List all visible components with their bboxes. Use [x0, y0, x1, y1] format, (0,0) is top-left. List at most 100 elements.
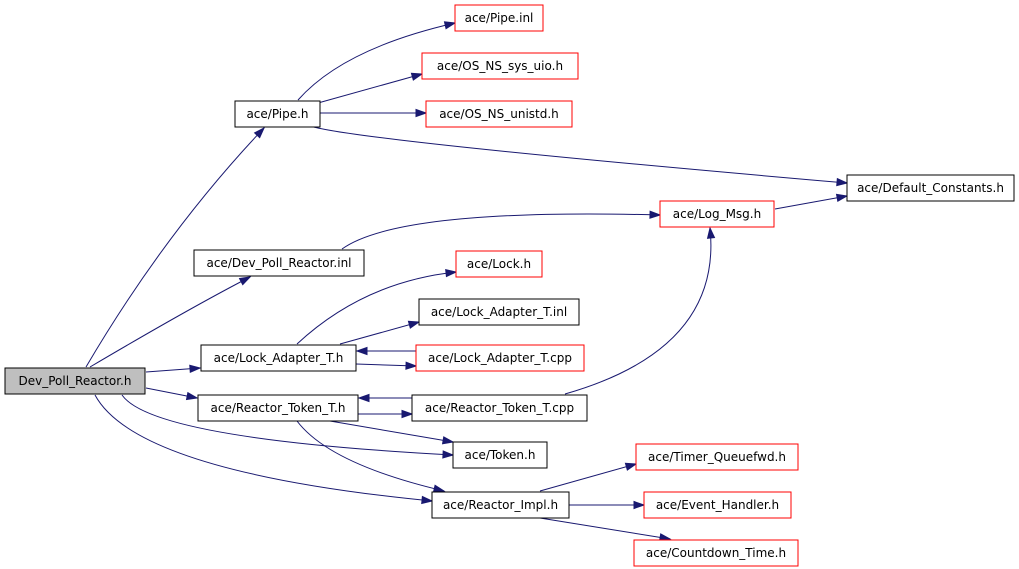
edge-line [296, 271, 457, 345]
edge-root-to-lock_adapter_h [145, 364, 202, 373]
edge-line [297, 22, 456, 101]
node-reactor-token-cpp[interactable]: ace/Reactor_Token_T.cpp [411, 394, 588, 422]
node-lock-adapter-h[interactable]: ace/Lock_Adapter_T.h [200, 344, 357, 372]
arrow-head-icon [432, 484, 446, 493]
node-box [197, 394, 359, 422]
edge-reactor_token_h-to-token_h [329, 420, 455, 445]
node-log-msg[interactable]: ace/Log_Msg.h [659, 200, 775, 228]
node-timer-queuefwd[interactable]: ace/Timer_Queuefwd.h [635, 443, 799, 471]
arrow-head-icon [624, 462, 638, 471]
node-label: ace/Token.h [465, 448, 536, 462]
arrow-head-icon [355, 346, 368, 356]
node-label: ace/Lock_Adapter_T.inl [431, 305, 567, 319]
edge-line [774, 195, 848, 210]
node-box [633, 539, 799, 567]
node-label: Dev_Poll_Reactor.h [19, 374, 132, 388]
node-box [415, 344, 585, 372]
node-token-h[interactable]: ace/Token.h [452, 441, 548, 469]
arrow-head-icon [253, 126, 266, 139]
node-label: ace/Reactor_Token_T.h [211, 401, 346, 415]
node-box [659, 200, 775, 228]
edge-reactor_impl-to-countdown_time [539, 517, 672, 542]
edge-pipe_h-to-default_constants [305, 119, 849, 187]
node-label: ace/Log_Msg.h [673, 207, 761, 221]
node-box [4, 367, 146, 395]
edge-line [341, 213, 661, 250]
node-os-unistd[interactable]: ace/OS_NS_unistd.h [425, 100, 573, 128]
edge-pipe_h-to-os_sys_uio [317, 72, 424, 104]
edge-dev_poll_inl-to-log_msg [341, 210, 662, 250]
arrow-head-icon [443, 21, 457, 30]
edge-root-to-reactor_token_h [145, 387, 199, 401]
edge-line [305, 119, 848, 184]
edge-reactor_token_h-to-reactor_token_cpp [358, 409, 414, 419]
edges-layer [85, 21, 849, 542]
node-root[interactable]: Dev_Poll_Reactor.h [4, 367, 146, 395]
node-label: ace/Reactor_Impl.h [443, 498, 558, 512]
arrow-head-icon [441, 436, 455, 445]
node-label: ace/Event_Handler.h [656, 498, 779, 512]
edge-root-to-dev_poll_inl [89, 276, 252, 368]
node-label: ace/Default_Constants.h [857, 181, 1004, 195]
node-lock-adapter-inl[interactable]: ace/Lock_Adapter_T.inl [418, 298, 580, 326]
edge-reactor_token_cpp-to-reactor_token_h [357, 393, 412, 403]
edge-reactor_impl-to-event_handler [569, 500, 646, 510]
edge-lock_adapter_h-to-lock_h [296, 268, 458, 345]
node-box [452, 441, 548, 469]
edge-line [94, 394, 433, 502]
node-label: ace/OS_NS_sys_uio.h [437, 59, 563, 73]
arrow-head-icon [442, 450, 455, 459]
node-box [411, 394, 588, 422]
edge-line [339, 321, 420, 345]
node-box [425, 100, 573, 128]
node-countdown-time[interactable]: ace/Countdown_Time.h [633, 539, 799, 567]
arrow-head-icon [185, 391, 199, 401]
node-lock-adapter-cpp[interactable]: ace/Lock_Adapter_T.cpp [415, 344, 585, 372]
arrow-head-icon [238, 276, 252, 286]
edge-pipe_h-to-pipe_inl [297, 21, 457, 101]
arrow-head-icon [357, 393, 370, 403]
node-label: ace/Pipe.inl [465, 11, 534, 25]
edge-pipe_h-to-os_unistd [320, 108, 428, 118]
arrow-head-icon [407, 320, 421, 329]
node-pipe-h[interactable]: ace/Pipe.h [234, 100, 321, 128]
node-event-handler[interactable]: ace/Event_Handler.h [643, 491, 792, 519]
node-box [234, 100, 321, 128]
node-box [455, 250, 543, 278]
arrow-head-icon [633, 500, 646, 510]
node-box [193, 249, 365, 277]
node-pipe-inl[interactable]: ace/Pipe.inl [454, 4, 544, 32]
edge-line [121, 394, 454, 456]
node-box [454, 4, 544, 32]
arrow-head-icon [405, 361, 418, 370]
edge-line [329, 420, 454, 443]
arrow-head-icon [421, 495, 434, 505]
edge-reactor_token_h-to-reactor_impl [296, 420, 446, 493]
arrow-head-icon [836, 177, 849, 187]
edge-root-to-pipe_h [85, 126, 266, 368]
node-label: ace/Lock.h [467, 257, 531, 271]
edge-lock_adapter_h-to-lock_adapter_cpp [355, 361, 418, 370]
node-box [431, 491, 570, 519]
node-box [846, 174, 1015, 202]
arrow-head-icon [835, 193, 849, 203]
edge-lock_adapter_h-to-lock_adapter_inl [339, 320, 421, 345]
node-box [200, 344, 357, 372]
node-label: ace/Dev_Poll_Reactor.inl [206, 256, 351, 270]
node-dev-poll-inl[interactable]: ace/Dev_Poll_Reactor.inl [193, 249, 365, 277]
node-os-sys-uio[interactable]: ace/OS_NS_sys_uio.h [421, 52, 579, 80]
edge-reactor_impl-to-timer_queuefwd [539, 462, 638, 492]
nodes-layer: Dev_Poll_Reactor.h ace/Pipe.h ace/Pipe.inl… [4, 4, 1015, 567]
node-default-constants[interactable]: ace/Default_Constants.h [846, 174, 1015, 202]
node-lock-h[interactable]: ace/Lock.h [455, 250, 543, 278]
node-label: ace/Countdown_Time.h [646, 546, 786, 560]
node-label: ace/OS_NS_unistd.h [439, 107, 559, 121]
arrow-head-icon [410, 72, 424, 81]
node-reactor-impl[interactable]: ace/Reactor_Impl.h [431, 491, 570, 519]
arrow-head-icon [189, 364, 202, 373]
node-reactor-token-h[interactable]: ace/Reactor_Token_T.h [197, 394, 359, 422]
arrow-head-icon [649, 210, 662, 219]
edge-root-to-token_h [121, 394, 455, 459]
node-label: ace/Reactor_Token_T.cpp [425, 401, 574, 415]
